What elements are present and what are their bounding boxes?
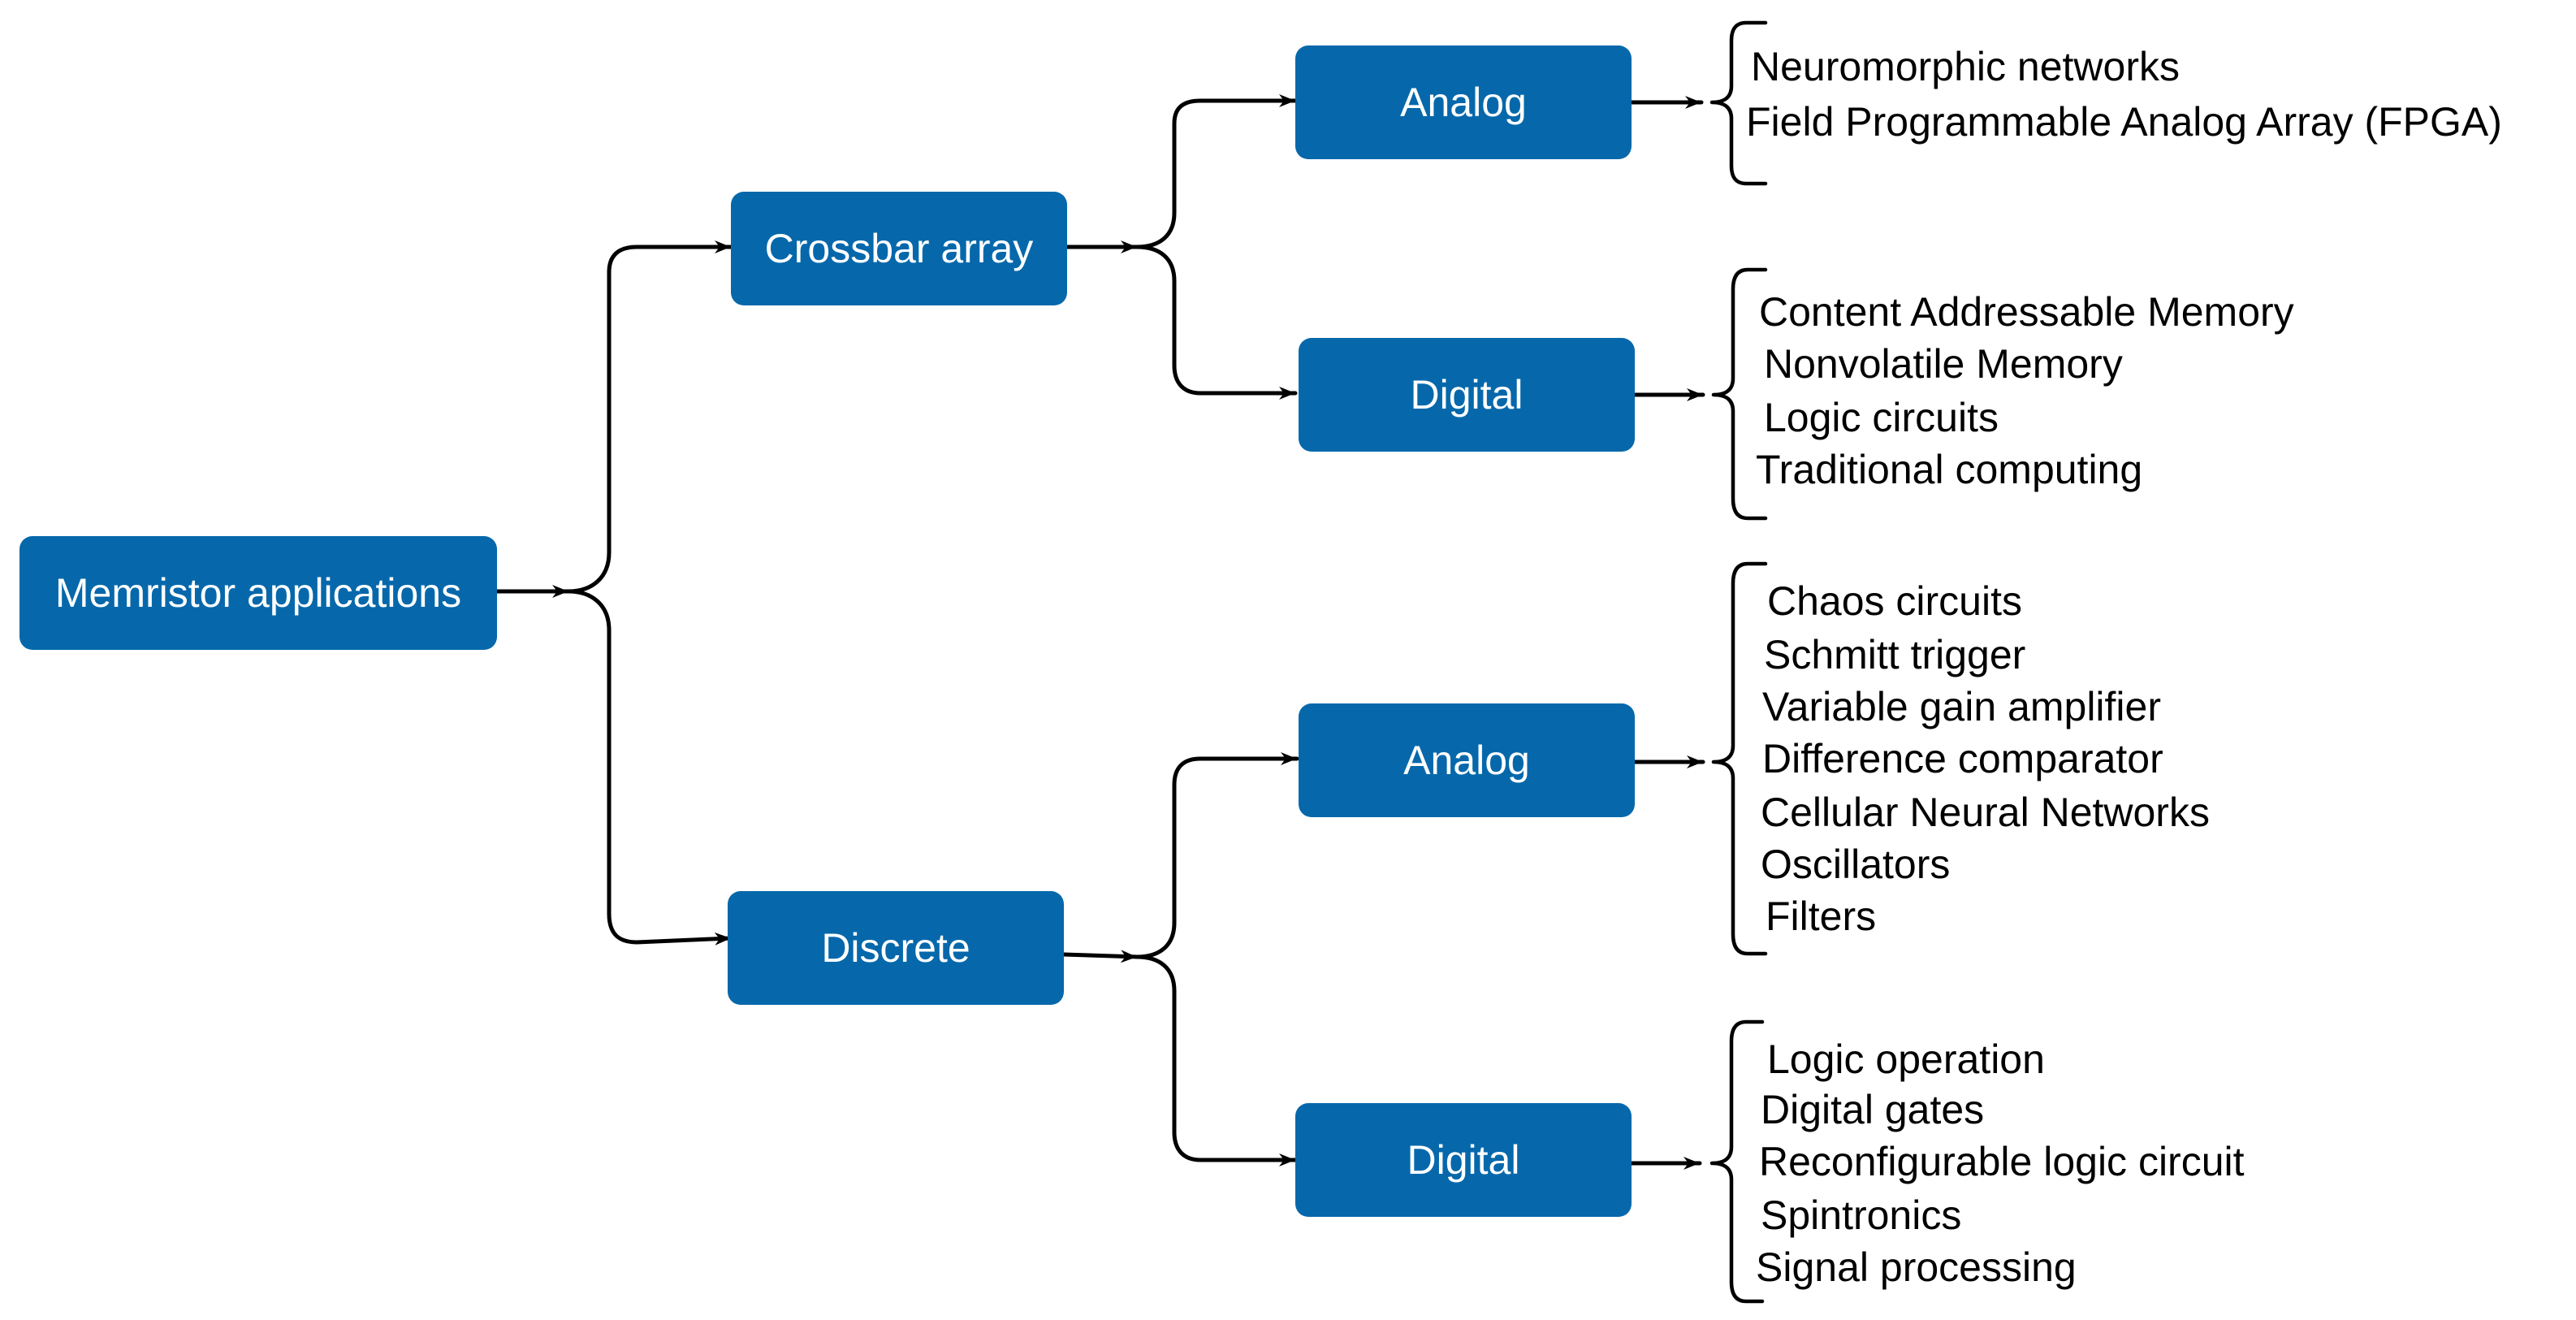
discrete-node[interactable]: Discrete bbox=[728, 891, 1064, 1005]
list-item: Variable gain amplifier bbox=[1762, 684, 2161, 729]
crossbar-digital-items: Content Addressable Memory Nonvolatile M… bbox=[1756, 289, 2294, 492]
list-item: Chaos circuits bbox=[1767, 578, 2022, 624]
crossbar-digital-node[interactable]: Digital bbox=[1299, 338, 1635, 452]
discrete-analog-node[interactable]: Analog bbox=[1299, 703, 1635, 817]
list-item: Logic circuits bbox=[1764, 395, 1999, 440]
crossbar-digital-node-label: Digital bbox=[1411, 372, 1524, 418]
root-to-crossbar-connector bbox=[566, 240, 733, 594]
crossbar-analog-node-label: Analog bbox=[1400, 80, 1527, 125]
discrete-digital-brace bbox=[1709, 1019, 1765, 1304]
list-item: Field Programmable Analog Array (FPGA) bbox=[1746, 99, 2502, 145]
discrete-analog-node-label: Analog bbox=[1403, 738, 1530, 783]
discrete-digital-node[interactable]: Digital bbox=[1295, 1103, 1632, 1217]
crossbar-analog-brace bbox=[1709, 20, 1768, 186]
discrete-analog-items: Chaos circuits Schmitt trigger Variable … bbox=[1761, 578, 2210, 939]
discrete-digital-items: Logic operation Digital gates Reconfigur… bbox=[1756, 1037, 2245, 1290]
discrete-connectors bbox=[1061, 752, 1299, 1166]
crossbar-digital-brace bbox=[1711, 267, 1768, 521]
crossbar-connectors bbox=[1064, 94, 1298, 400]
list-item: Neuromorphic networks bbox=[1751, 44, 2180, 89]
root-node[interactable]: Memristor applications bbox=[19, 536, 497, 650]
discrete-analog-node-box bbox=[1299, 703, 1635, 817]
list-item: Cellular Neural Networks bbox=[1761, 790, 2210, 835]
crossbar-node-label: Crossbar array bbox=[765, 226, 1034, 271]
discrete-to-digital-connector bbox=[1135, 954, 1298, 1166]
list-item: Filters bbox=[1766, 894, 1876, 939]
list-item: Digital gates bbox=[1761, 1087, 1984, 1132]
list-item: Schmitt trigger bbox=[1764, 632, 2025, 677]
list-item: Oscillators bbox=[1761, 842, 1950, 887]
crossbar-to-digital-connector bbox=[1135, 245, 1298, 400]
crossbar-digital-node-box bbox=[1299, 338, 1635, 452]
discrete-node-label: Discrete bbox=[821, 925, 970, 971]
list-item: Traditional computing bbox=[1756, 447, 2142, 492]
list-item: Difference comparator bbox=[1762, 736, 2163, 781]
crossbar-to-analog-connector bbox=[1135, 94, 1298, 249]
crossbar-node-box bbox=[731, 192, 1067, 305]
list-item: Reconfigurable logic circuit bbox=[1759, 1139, 2245, 1184]
list-item: Signal processing bbox=[1756, 1244, 2077, 1290]
list-item: Content Addressable Memory bbox=[1759, 289, 2294, 335]
crossbar-analog-node[interactable]: Analog bbox=[1295, 45, 1632, 159]
root-node-label: Memristor applications bbox=[55, 570, 461, 616]
discrete-digital-node-box bbox=[1295, 1103, 1632, 1217]
discrete-analog-brace bbox=[1711, 561, 1768, 956]
list-item: Logic operation bbox=[1767, 1037, 2045, 1082]
item-braces bbox=[1709, 20, 1768, 1304]
discrete-digital-node-label: Digital bbox=[1407, 1137, 1520, 1183]
root-connectors bbox=[491, 240, 733, 946]
discrete-to-analog-connector bbox=[1135, 752, 1299, 959]
crossbar-node[interactable]: Crossbar array bbox=[731, 192, 1067, 305]
discrete-node-box bbox=[728, 891, 1064, 1005]
crossbar-analog-node-box bbox=[1295, 45, 1632, 159]
list-item: Nonvolatile Memory bbox=[1764, 341, 2123, 387]
root-to-discrete-connector bbox=[566, 589, 733, 946]
list-item: Spintronics bbox=[1761, 1192, 1961, 1238]
discrete-stub-arrow bbox=[1061, 950, 1139, 963]
crossbar-analog-items: Neuromorphic networks Field Programmable… bbox=[1746, 44, 2502, 145]
leaf-connectors bbox=[1627, 96, 1705, 1170]
root-node-box bbox=[19, 536, 497, 650]
